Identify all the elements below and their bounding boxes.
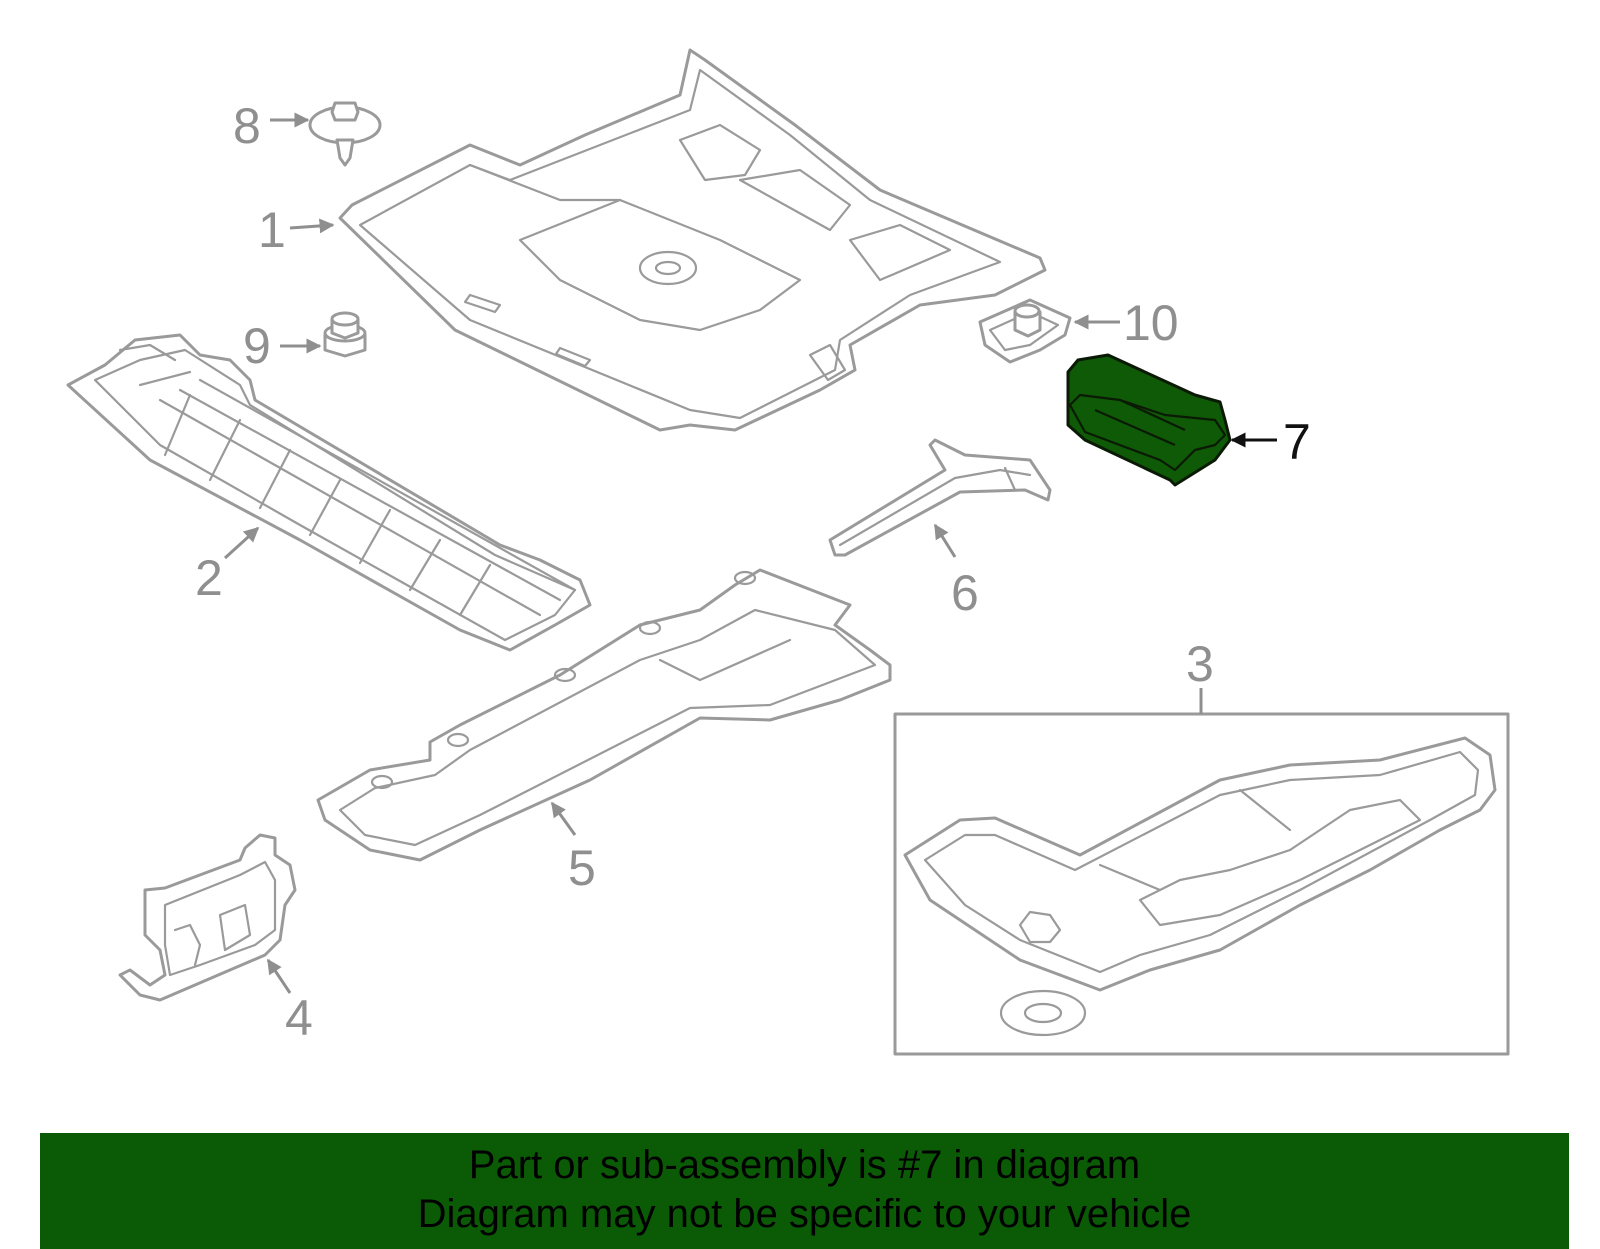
leader-6 (933, 523, 957, 558)
banner-line-disclaimer: Diagram may not be specific to your vehi… (417, 1192, 1192, 1236)
part-2-splash-shield[interactable] (66, 333, 592, 652)
leader-1 (289, 218, 335, 234)
part-3-rear-shield-assembly[interactable] (893, 712, 1510, 1056)
leader-4 (266, 958, 292, 994)
part-10-clip-nut[interactable] (978, 298, 1072, 364)
callout-2: 2 (195, 550, 223, 606)
banner-line-part: Part or sub-assembly is #7 in diagram (468, 1143, 1141, 1187)
callout-6: 6 (951, 565, 979, 621)
leader-2 (223, 526, 260, 560)
callout-8: 8 (233, 98, 261, 154)
part-8-screw[interactable] (308, 101, 382, 167)
callout-10: 10 (1123, 295, 1179, 351)
part-9-nut[interactable] (323, 311, 367, 358)
part-4-bracket[interactable] (118, 833, 297, 1002)
parts-diagram: 8 1 9 10 7 2 6 3 5 4 (66, 48, 1510, 1056)
part-1-underbody-shield[interactable] (338, 48, 1047, 432)
callout-5: 5 (568, 840, 596, 896)
leader-5 (550, 801, 577, 836)
callout-7: 7 (1283, 414, 1311, 470)
part-7-cover-highlighted[interactable] (1066, 353, 1232, 487)
part-6-strip[interactable] (828, 438, 1052, 557)
callout-4: 4 (285, 990, 313, 1046)
callout-9: 9 (243, 318, 271, 374)
callout-3: 3 (1186, 636, 1214, 692)
callout-1: 1 (258, 202, 286, 258)
part-5-side-shield[interactable] (316, 568, 892, 862)
info-banner: Part or sub-assembly is #7 in diagram Di… (40, 1133, 1569, 1249)
